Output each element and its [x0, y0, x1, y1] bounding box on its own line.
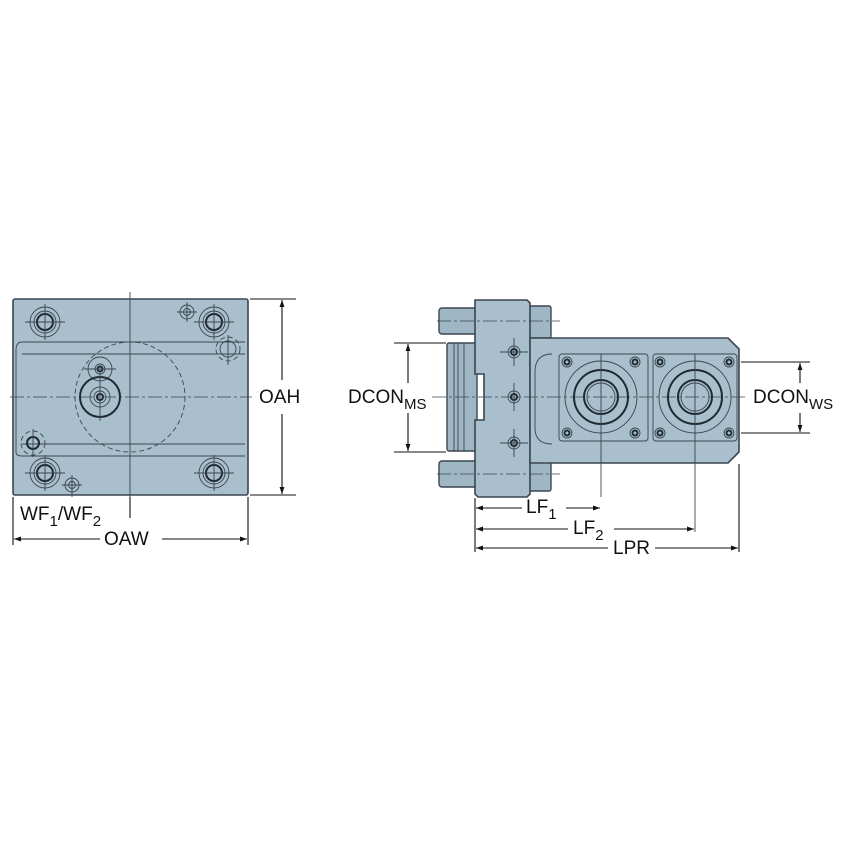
lf1-subscript: 1 — [548, 506, 557, 523]
label-oah: OAH — [256, 387, 304, 408]
bolt-hole-icon — [194, 455, 234, 491]
label-oaw: OAW — [101, 530, 152, 549]
label-lf2: LF2 — [570, 519, 607, 543]
bolt-hole-icon — [25, 304, 65, 340]
screw-icon — [723, 427, 735, 439]
screw-icon — [561, 427, 573, 439]
screw-icon — [561, 356, 573, 368]
label-wf: WF1/WF2 — [20, 505, 101, 529]
wf1-text: WF — [20, 504, 50, 525]
screw-icon — [723, 356, 735, 368]
side-hole-icon — [215, 335, 241, 365]
pin-hole-icon — [177, 302, 197, 322]
screw-icon — [629, 427, 641, 439]
screw-icon — [500, 429, 528, 457]
side-hole-icon — [20, 429, 46, 457]
wf1-subscript: 1 — [49, 513, 58, 530]
lf2-subscript: 2 — [595, 527, 604, 544]
tool-station-1 — [558, 353, 649, 497]
tool-station-2 — [652, 353, 738, 532]
screw-icon — [654, 356, 666, 368]
lf2-text: LF — [573, 518, 596, 539]
wf2-subscript: 2 — [92, 513, 102, 530]
bolt-hole-icon — [25, 455, 65, 491]
side-view — [394, 299, 810, 552]
label-lpr: LPR — [610, 539, 653, 558]
lpr-text: LPR — [613, 538, 650, 559]
oah-text: OAH — [259, 387, 301, 408]
screw-icon — [654, 427, 666, 439]
lf1-text: LF — [526, 497, 549, 518]
screw-icon — [507, 383, 521, 411]
dcon-ms-text: DCON — [348, 387, 404, 408]
oaw-text: OAW — [104, 529, 149, 550]
screw-icon — [500, 338, 528, 366]
coolant-port-icon — [79, 373, 121, 421]
front-view — [10, 292, 296, 545]
wf2-text: /WF — [57, 504, 93, 525]
label-dcon-ms: DCONMS — [348, 388, 426, 412]
dcon-ws-text: DCON — [753, 387, 809, 408]
bolt-hole-icon — [194, 304, 234, 340]
label-dcon-ws: DCONWS — [753, 388, 833, 412]
screw-icon — [629, 356, 641, 368]
dcon-ws-subscript: WS — [808, 396, 834, 413]
dcon-ms-subscript: MS — [403, 396, 427, 413]
label-lf1: LF1 — [523, 498, 560, 522]
pin-hole-icon — [62, 475, 82, 497]
